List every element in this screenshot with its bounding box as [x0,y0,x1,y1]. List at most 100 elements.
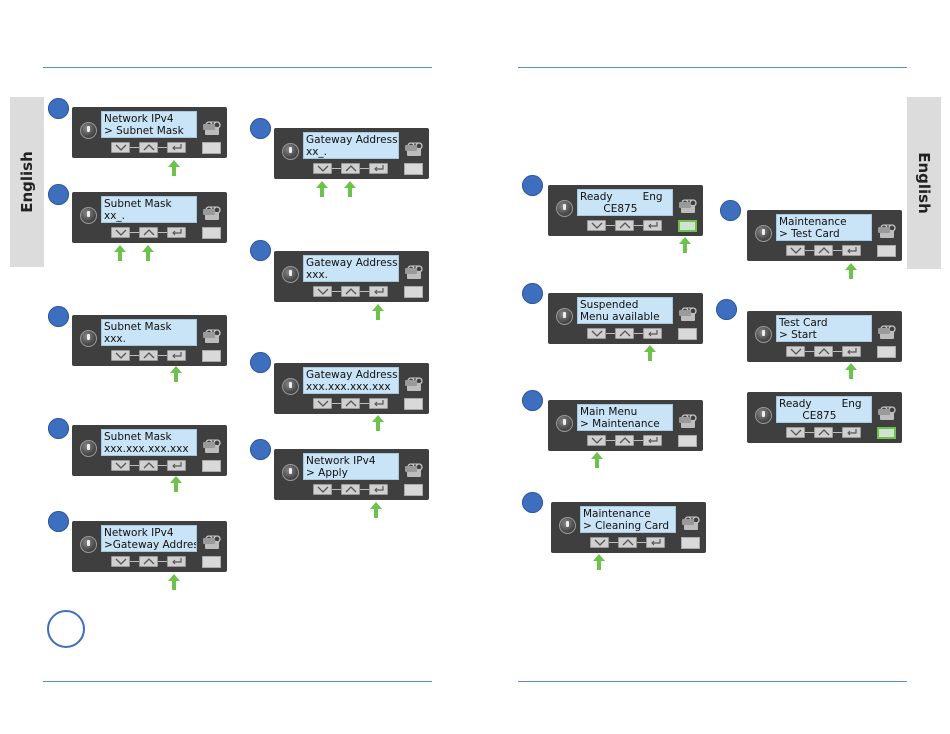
down-button[interactable] [786,427,805,438]
enter-button[interactable] [167,350,186,361]
status-led[interactable] [202,556,221,568]
down-button[interactable] [313,398,332,409]
enter-button[interactable] [167,556,186,567]
enter-button[interactable] [167,142,186,153]
power-knob-icon[interactable] [282,464,299,481]
down-button[interactable] [786,245,805,256]
up-button[interactable] [814,346,833,357]
down-button[interactable] [313,163,332,174]
enter-button[interactable] [369,484,388,495]
power-knob-icon[interactable] [282,143,299,160]
down-button[interactable] [313,484,332,495]
divider [833,432,842,433]
status-led[interactable] [678,328,697,340]
down-button[interactable] [111,142,130,153]
enter-button[interactable] [369,286,388,297]
enter-button[interactable] [167,460,186,471]
status-led[interactable] [202,350,221,362]
enter-button[interactable] [646,537,665,548]
power-knob-icon[interactable] [80,330,97,347]
enter-button[interactable] [643,220,662,231]
ribbon-icon [681,407,697,422]
press-arrow-icon [372,304,384,320]
up-button[interactable] [139,142,158,153]
status-icons [401,256,423,298]
status-led[interactable] [404,398,423,410]
ribbon-icon [407,456,423,471]
enter-button[interactable] [369,398,388,409]
up-button[interactable] [139,227,158,238]
up-button[interactable] [139,460,158,471]
power-knob-icon[interactable] [80,207,97,224]
status-led[interactable] [202,142,221,154]
enter-button[interactable] [643,435,662,446]
up-button[interactable] [814,245,833,256]
down-button[interactable] [111,460,130,471]
card-icon [405,268,421,279]
status-led[interactable] [404,163,423,175]
power-knob-icon[interactable] [282,266,299,283]
power-knob-icon[interactable] [755,326,772,343]
down-button[interactable] [587,328,606,339]
lcd-line-2: >Gateway Addres [104,539,197,551]
up-button[interactable] [139,350,158,361]
power-knob-icon[interactable] [556,308,573,325]
power-knob-icon[interactable] [556,200,573,217]
status-led[interactable] [877,245,896,257]
status-led[interactable] [877,346,896,358]
status-led[interactable] [404,484,423,496]
power-knob-icon[interactable] [80,536,97,553]
down-button[interactable] [587,220,606,231]
up-button[interactable] [618,537,637,548]
down-button[interactable] [111,556,130,567]
status-led[interactable] [681,537,700,549]
lcd-display: Network IPv4>Gateway Addres [101,525,197,552]
enter-button[interactable] [842,245,861,256]
down-button[interactable] [590,537,609,548]
up-button[interactable] [139,556,158,567]
up-button[interactable] [341,398,360,409]
enter-button[interactable] [369,163,388,174]
enter-button[interactable] [842,346,861,357]
status-icons [401,133,423,175]
power-knob-icon[interactable] [80,440,97,457]
up-button[interactable] [615,435,634,446]
press-arrow-icon [142,245,154,261]
lcd-line-2: Menu available [580,311,660,323]
lcd-line-1: Subnet Mask [104,321,172,333]
power-knob-icon[interactable] [755,225,772,242]
status-led[interactable] [877,427,896,439]
lcd-display: Ready Eng CE875 [577,189,673,216]
up-button[interactable] [341,484,360,495]
lcd-line-2: > Maintenance [580,418,660,430]
power-knob-icon[interactable] [755,407,772,424]
up-button[interactable] [615,220,634,231]
status-led[interactable] [678,435,697,447]
down-button[interactable] [111,350,130,361]
status-icons [401,368,423,410]
status-led[interactable] [202,460,221,472]
down-button[interactable] [313,286,332,297]
down-button[interactable] [786,346,805,357]
divider [360,168,369,169]
up-button[interactable] [341,163,360,174]
power-knob-icon[interactable] [556,415,573,432]
power-knob-icon[interactable] [80,122,97,139]
down-button[interactable] [587,435,606,446]
divider [606,225,615,226]
power-knob-icon[interactable] [559,517,576,534]
status-led[interactable] [202,227,221,239]
up-button[interactable] [814,427,833,438]
status-icons [401,454,423,496]
press-arrow-icon [845,363,857,379]
down-button[interactable] [111,227,130,238]
enter-button[interactable] [842,427,861,438]
up-button[interactable] [341,286,360,297]
up-button[interactable] [615,328,634,339]
enter-button[interactable] [643,328,662,339]
power-knob-icon[interactable] [282,378,299,395]
status-led[interactable] [404,286,423,298]
language-tab-label: English [18,151,36,213]
enter-button[interactable] [167,227,186,238]
status-led[interactable] [678,220,697,232]
